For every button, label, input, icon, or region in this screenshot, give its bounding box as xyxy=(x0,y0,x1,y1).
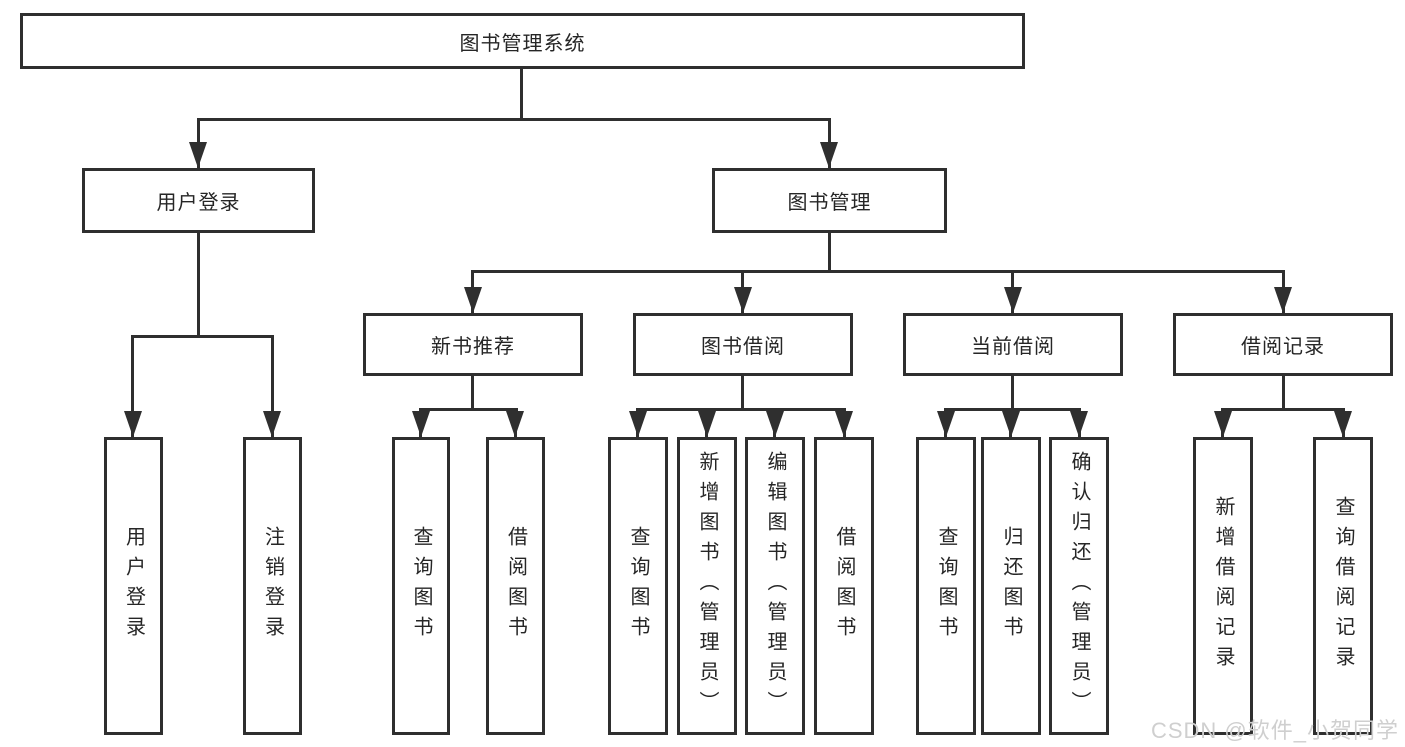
leaf-logout-label: 注销登录 xyxy=(261,526,284,646)
watermark: CSDN @软件_小贺同学 xyxy=(1150,718,1399,743)
arrowhead-icon xyxy=(412,411,430,437)
leaf-edit-book-admin: 编辑图书（管理员） xyxy=(745,437,805,735)
leaf-logout: 注销登录 xyxy=(243,437,302,735)
arrowhead-icon xyxy=(1004,287,1022,313)
arrowhead-icon xyxy=(506,411,524,437)
connector-line xyxy=(944,408,1081,411)
arrowhead-icon xyxy=(629,411,647,437)
node-borrowing-records: 借阅记录 xyxy=(1173,313,1393,376)
connector-line xyxy=(520,69,523,118)
node-book-borrowing-label: 图书借阅 xyxy=(701,336,785,358)
arrowhead-icon xyxy=(189,142,207,168)
arrowhead-icon xyxy=(124,411,142,437)
connector-line xyxy=(419,408,518,411)
connector-line xyxy=(271,335,274,437)
node-library-system: 图书管理系统 xyxy=(20,13,1025,69)
node-current-borrowing-label: 当前借阅 xyxy=(971,336,1055,358)
arrowhead-icon xyxy=(464,287,482,313)
leaf-return-books-label: 归还图书 xyxy=(1000,526,1022,646)
node-user-login-label: 用户登录 xyxy=(156,192,241,214)
leaf-query-borrow-record-label: 查询借阅记录 xyxy=(1332,496,1354,676)
leaf-query-books-recommend: 查询图书 xyxy=(392,437,450,735)
connector-line xyxy=(1282,376,1285,408)
node-borrowing-records-label: 借阅记录 xyxy=(1241,336,1325,358)
node-user-login: 用户登录 xyxy=(82,168,315,233)
arrowhead-icon xyxy=(734,287,752,313)
arrowhead-icon xyxy=(937,411,955,437)
connector-line xyxy=(1011,376,1014,408)
arrowhead-icon xyxy=(1334,411,1352,437)
leaf-borrow-books-borrowing-label: 借阅图书 xyxy=(833,526,855,646)
leaf-add-book-admin: 新增图书（管理员） xyxy=(677,437,737,735)
connector-line xyxy=(471,270,1285,273)
leaf-add-borrow-record: 新增借阅记录 xyxy=(1193,437,1253,735)
node-current-borrowing: 当前借阅 xyxy=(903,313,1123,376)
leaf-confirm-return-admin: 确认归还（管理员） xyxy=(1049,437,1109,735)
node-library-system-label: 图书管理系统 xyxy=(459,32,586,55)
leaf-user-login-label: 用户登录 xyxy=(122,526,145,646)
leaf-confirm-return-admin-label: 确认归还（管理员） xyxy=(1068,451,1090,721)
leaf-query-books-current-label: 查询图书 xyxy=(935,526,957,646)
arrowhead-icon xyxy=(820,142,838,168)
arrowhead-icon xyxy=(263,411,281,437)
leaf-add-borrow-record-label: 新增借阅记录 xyxy=(1212,496,1234,676)
connector-line xyxy=(636,408,846,411)
arrowhead-icon xyxy=(1214,411,1232,437)
leaf-borrow-books-recommend: 借阅图书 xyxy=(486,437,545,735)
connector-line xyxy=(741,376,744,408)
arrowhead-icon xyxy=(1070,411,1088,437)
connector-line xyxy=(471,376,474,408)
connector-line xyxy=(828,233,831,270)
leaf-query-books-current: 查询图书 xyxy=(916,437,976,735)
leaf-edit-book-admin-label: 编辑图书（管理员） xyxy=(764,451,786,721)
leaf-add-book-admin-label: 新增图书（管理员） xyxy=(696,451,718,721)
connector-line xyxy=(131,335,274,338)
leaf-query-books-borrowing-label: 查询图书 xyxy=(627,526,649,646)
arrowhead-icon xyxy=(835,411,853,437)
leaf-query-books-recommend-label: 查询图书 xyxy=(410,526,432,646)
node-new-book-recommend-label: 新书推荐 xyxy=(431,336,515,358)
node-book-management-label: 图书管理 xyxy=(787,192,872,214)
leaf-borrow-books-recommend-label: 借阅图书 xyxy=(504,526,527,646)
leaf-query-borrow-record: 查询借阅记录 xyxy=(1313,437,1373,735)
leaf-user-login: 用户登录 xyxy=(104,437,163,735)
arrowhead-icon xyxy=(766,411,784,437)
leaf-borrow-books-borrowing: 借阅图书 xyxy=(814,437,874,735)
node-book-borrowing: 图书借阅 xyxy=(633,313,853,376)
arrowhead-icon xyxy=(698,411,716,437)
connector-line xyxy=(197,233,200,335)
leaf-return-books: 归还图书 xyxy=(981,437,1041,735)
leaf-query-books-borrowing: 查询图书 xyxy=(608,437,668,735)
node-new-book-recommend: 新书推荐 xyxy=(363,313,583,376)
connector-line xyxy=(197,118,831,121)
arrowhead-icon xyxy=(1274,287,1292,313)
node-book-management: 图书管理 xyxy=(712,168,947,233)
arrowhead-icon xyxy=(1002,411,1020,437)
connector-line xyxy=(1221,408,1345,411)
connector-line xyxy=(131,335,134,437)
